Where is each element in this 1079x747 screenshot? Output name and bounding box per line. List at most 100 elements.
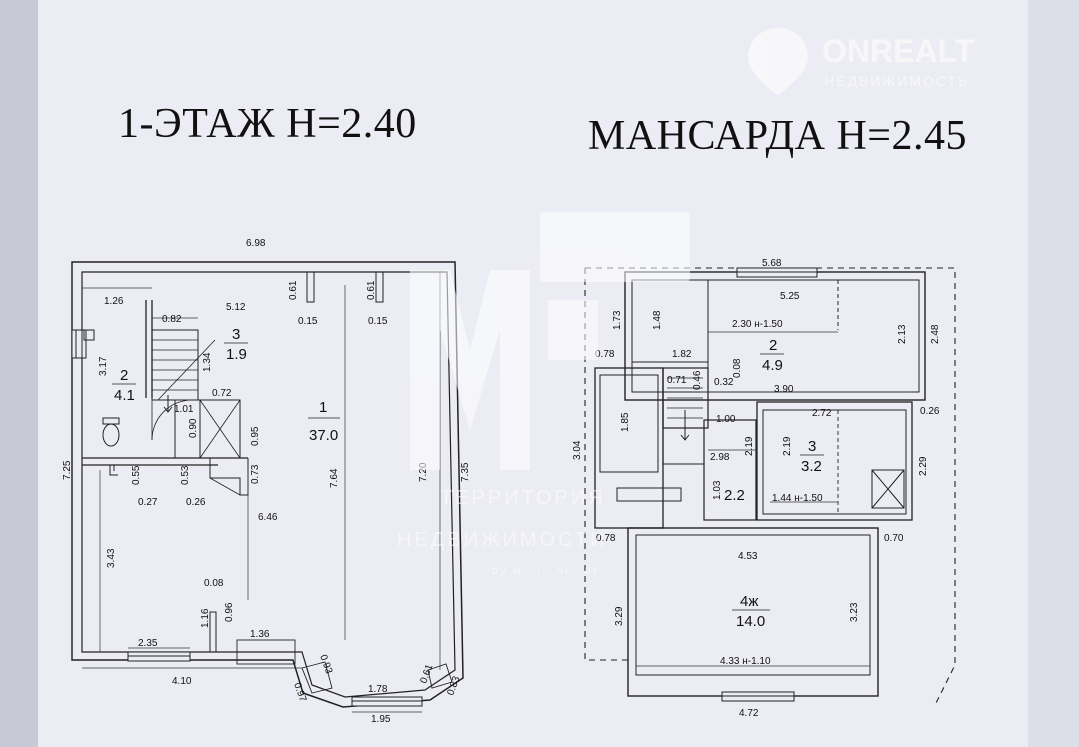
dim-015b: 0.15 bbox=[368, 316, 388, 327]
room3-number: 3 bbox=[232, 326, 240, 343]
attic-dim-219b: 2.19 bbox=[782, 436, 793, 456]
attic-room3-area: 3.2 bbox=[801, 458, 822, 475]
dim-097: 0.97 bbox=[291, 681, 308, 703]
dim-512: 5.12 bbox=[226, 302, 246, 313]
attic-dim-304: 3.04 bbox=[572, 440, 583, 460]
dim-top-width: 6.98 bbox=[246, 238, 266, 249]
attic-dim-390: 3.90 bbox=[774, 384, 794, 395]
attic-dim-525: 5.25 bbox=[780, 291, 800, 302]
dim-072: 0.72 bbox=[212, 388, 232, 399]
brand-pin-icon bbox=[748, 28, 808, 95]
watermark-center: ТЕРРИТОРИЯ НЕДВИЖИМОСТИ by м...і...ні...… bbox=[397, 212, 690, 577]
attic-room-22 bbox=[703, 419, 757, 521]
attic-room3-number: 3 bbox=[808, 438, 816, 455]
dim-178: 1.78 bbox=[368, 684, 388, 695]
stair-small-landing bbox=[209, 458, 249, 496]
dim-101: 1.01 bbox=[174, 404, 194, 415]
attic-dim-026: 0.26 bbox=[920, 406, 940, 417]
attic-dim-219a: 2.19 bbox=[744, 436, 755, 456]
dim-061a: 0.61 bbox=[288, 280, 299, 300]
attic-dim-182: 1.82 bbox=[672, 349, 692, 360]
attic-dim-173: 1.73 bbox=[612, 310, 623, 330]
dim-093: 0.93 bbox=[317, 653, 334, 675]
attic-room22-area: 2.2 bbox=[724, 487, 745, 504]
brand-subtitle: НЕДВИЖИМОСТЬ bbox=[824, 73, 969, 89]
watermark-line1: ТЕРРИТОРИЯ bbox=[440, 487, 606, 509]
toilet-tank-icon bbox=[102, 417, 120, 425]
attic-dim-032: 0.32 bbox=[714, 377, 734, 388]
floor1-title: 1-ЭТАЖ Н=2.40 bbox=[118, 101, 417, 147]
dim-343: 3.43 bbox=[106, 548, 117, 568]
closet-block-2 bbox=[199, 399, 241, 459]
attic-plan bbox=[584, 267, 956, 706]
vent-icon bbox=[871, 469, 905, 509]
partition-stub bbox=[209, 611, 217, 653]
dim-116: 1.16 bbox=[200, 608, 211, 628]
dim-410: 4.10 bbox=[172, 676, 192, 687]
dim-073: 0.73 bbox=[250, 464, 261, 484]
dim-083: 0.83 bbox=[445, 675, 462, 697]
dim-026: 0.26 bbox=[186, 497, 206, 508]
attic-dim-071: 0.71 bbox=[667, 375, 687, 386]
attic-dim-008: 0.08 bbox=[732, 358, 743, 378]
dim-082: 0.82 bbox=[162, 314, 182, 325]
dim-317: 3.17 bbox=[98, 356, 109, 376]
dim-053: 0.53 bbox=[180, 465, 191, 485]
attic-room4-area: 14.0 bbox=[736, 613, 765, 630]
m-logo-icon bbox=[410, 270, 530, 470]
dim-646: 6.46 bbox=[258, 512, 278, 523]
bay-frame-left bbox=[301, 661, 333, 694]
plan-sheet bbox=[38, 0, 1028, 747]
attic-dim-329: 3.29 bbox=[614, 606, 625, 626]
dim-061c: 0.61 bbox=[418, 663, 435, 685]
skylight-icon bbox=[616, 487, 682, 502]
attic-room2-number: 2 bbox=[769, 337, 777, 354]
attic-dim-323: 3.23 bbox=[849, 602, 860, 622]
attic-dim-046: 0.46 bbox=[692, 370, 703, 390]
wall-stub-a bbox=[306, 271, 315, 303]
dim-027: 0.27 bbox=[138, 497, 158, 508]
attic-dim-100: 1.00 bbox=[716, 414, 736, 425]
attic-dashed-outline bbox=[584, 267, 956, 706]
attic-dimension-lines bbox=[636, 331, 910, 667]
toilet-icon bbox=[102, 423, 120, 447]
attic-dim-568: 5.68 bbox=[762, 258, 782, 269]
watermark-brand: ONREALT НЕДВИЖИМОСТЬ bbox=[748, 28, 975, 95]
attic-room-3 bbox=[756, 401, 913, 521]
dim-015a: 0.15 bbox=[298, 316, 318, 327]
sink-icon bbox=[109, 465, 118, 476]
wall-stub-b bbox=[375, 271, 384, 303]
floor1-dimension-lines bbox=[71, 262, 441, 713]
attic-dim-298: 2.98 bbox=[710, 452, 730, 463]
dim-235: 2.35 bbox=[138, 638, 158, 649]
attic-dim-272: 2.72 bbox=[812, 408, 832, 419]
dim-134: 1.34 bbox=[202, 352, 213, 372]
dim-008: 0.08 bbox=[204, 578, 224, 589]
attic-dim-144: 1.44 н-1.50 bbox=[772, 493, 823, 504]
attic-dim-229: 2.29 bbox=[918, 456, 929, 476]
watermark-line3: by м...і...ні...от bbox=[492, 565, 600, 577]
attic-dim-248: 2.48 bbox=[930, 324, 941, 344]
attic-dim-078a: 0.78 bbox=[595, 349, 615, 360]
dim-096: 0.96 bbox=[224, 602, 235, 622]
floor1-labels: 6.98 1.26 5.12 0.61 0.61 0.15 0.15 0.82 … bbox=[62, 238, 471, 725]
page-right-margin bbox=[1028, 0, 1079, 747]
dim-055: 0.55 bbox=[131, 465, 142, 485]
dim-735: 7.35 bbox=[460, 462, 471, 482]
attic-dim-230: 2.30 н-1.50 bbox=[732, 319, 783, 330]
attic-dim-472: 4.72 bbox=[739, 708, 759, 719]
dim-090: 0.90 bbox=[188, 418, 199, 438]
attic-dim-078b: 0.78 bbox=[596, 533, 616, 544]
stair-arrow bbox=[163, 395, 173, 413]
attic-dim-070: 0.70 bbox=[884, 533, 904, 544]
attic-labels: 5.68 5.25 1.73 1.48 2.30 н-1.50 2.13 2.4… bbox=[572, 258, 941, 719]
dim-136: 1.36 bbox=[250, 629, 270, 640]
attic-title: МАНСАРДА Н=2.45 bbox=[588, 113, 967, 159]
dim-095: 0.95 bbox=[250, 426, 261, 446]
stair-steps bbox=[151, 339, 216, 440]
attic-dim-213: 2.13 bbox=[897, 324, 908, 344]
room1-area: 37.0 bbox=[309, 427, 338, 444]
room2-area: 4.1 bbox=[114, 387, 135, 404]
